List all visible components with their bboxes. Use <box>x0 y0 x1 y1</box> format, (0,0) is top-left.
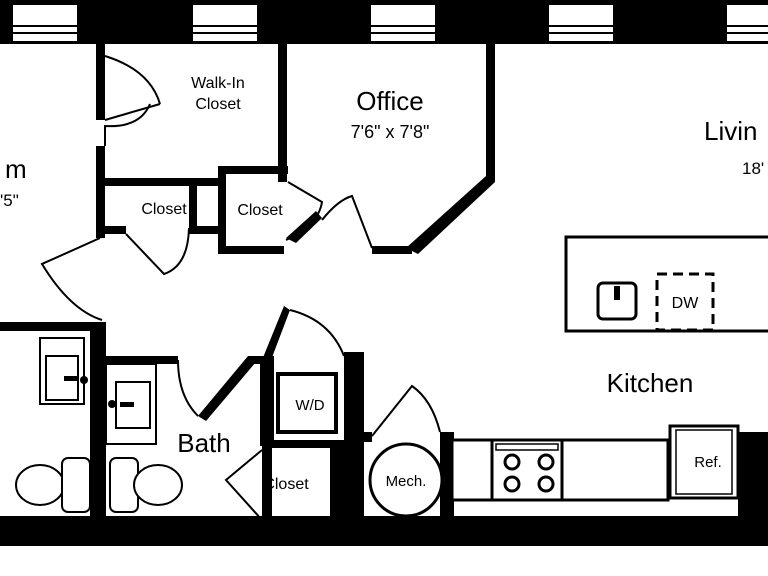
window-icon <box>369 3 437 43</box>
door-swing-icon <box>125 227 190 276</box>
walk-in-closet-label-2: Closet <box>195 96 241 113</box>
closet-label-bottom: Closet <box>263 476 309 493</box>
window-icon <box>725 3 768 43</box>
dishwasher-box <box>655 272 715 332</box>
kitchen-island <box>564 235 768 333</box>
toilet-icon <box>109 457 183 513</box>
door-swing-icon <box>224 449 263 521</box>
dishwasher-label: DW <box>672 295 700 312</box>
walk-in-closet-label: Walk-In <box>191 75 245 92</box>
window-icon <box>191 3 259 43</box>
room-dimensions-left-partial: '5" <box>0 191 19 210</box>
mechanical-unit <box>368 442 444 518</box>
living-room-dimensions-partial: 18' <box>742 159 764 178</box>
kitchen-label: Kitchen <box>607 368 694 398</box>
closet-label-left: Closet <box>141 201 187 218</box>
stove-icon <box>490 438 564 502</box>
window-icon <box>547 3 615 43</box>
office-label: Office <box>356 86 423 116</box>
door-swing-icon <box>289 309 345 357</box>
sink-icon <box>596 281 638 321</box>
interior-walls <box>0 40 768 546</box>
door-swings <box>40 55 441 521</box>
office-dimensions: 7'6" x 7'8" <box>351 122 430 142</box>
closet-label-right: Closet <box>237 202 283 219</box>
washer-dryer-label: W/D <box>295 397 324 414</box>
door-swing-icon <box>371 384 441 437</box>
door-swing-icon <box>40 237 103 321</box>
refrigerator-label: Ref. <box>694 454 722 471</box>
door-swing-icon <box>285 181 324 241</box>
sink-icon <box>105 363 157 445</box>
living-room-label-partial: Livin <box>704 116 757 146</box>
bath-label: Bath <box>177 428 231 458</box>
door-swing-icon <box>104 55 161 121</box>
exterior-wall-top <box>0 0 768 44</box>
sink-icon <box>39 337 88 405</box>
window-icon <box>11 3 79 43</box>
mechanical-label: Mech. <box>386 473 427 490</box>
door-swing-icon <box>104 103 151 146</box>
door-swing-icon <box>177 359 199 417</box>
toilet-icon <box>15 457 91 513</box>
washer-dryer-box <box>276 372 338 434</box>
room-name-left-partial: m <box>5 154 27 184</box>
door-swing-icon <box>321 194 373 249</box>
